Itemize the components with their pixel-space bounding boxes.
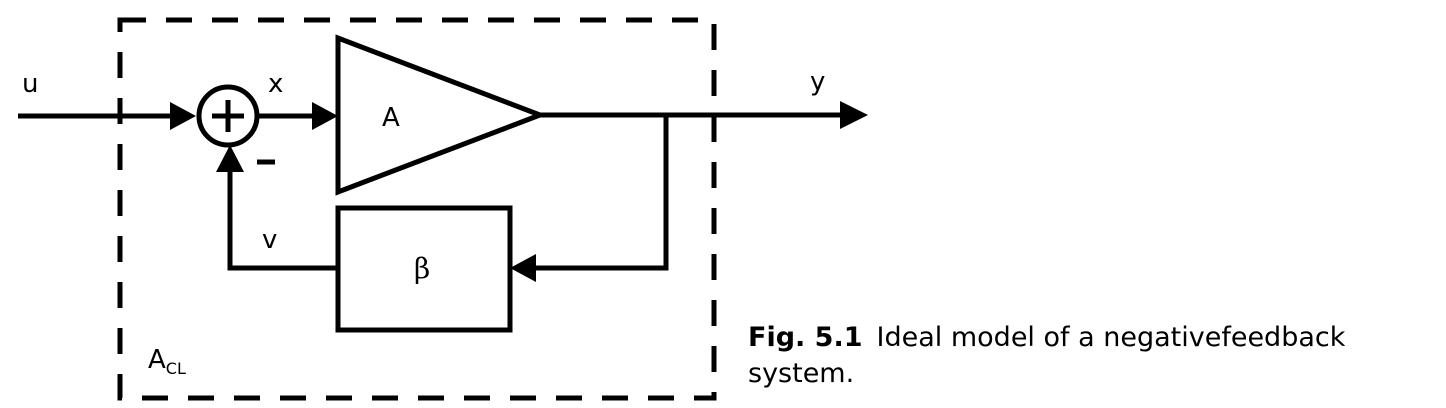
feedback-takeoff-line bbox=[530, 115, 669, 271]
amplifier-block bbox=[335, 34, 548, 196]
input-arrow bbox=[170, 102, 196, 130]
error-label-x: x bbox=[268, 69, 283, 99]
closed-loop-label-sub: CL bbox=[166, 359, 186, 378]
feedback-block-label: β bbox=[414, 252, 430, 285]
feedback-return-line bbox=[227, 168, 338, 271]
amplifier-label: A bbox=[382, 103, 400, 133]
feedback-return-arrow bbox=[216, 145, 244, 172]
closed-loop-boundary bbox=[117, 17, 717, 401]
figure-number: Fig. 5.1 bbox=[748, 322, 863, 353]
closed-loop-label-main: A bbox=[148, 345, 166, 375]
feedback-in-arrow bbox=[510, 254, 536, 282]
input-label-u: u bbox=[22, 69, 38, 99]
figure-caption-text: Ideal model of a negativefeedback system… bbox=[748, 322, 1346, 389]
error-arrow bbox=[312, 102, 338, 130]
output-label-y: y bbox=[810, 67, 825, 97]
closed-loop-label: ACL bbox=[148, 345, 186, 378]
output-arrow bbox=[840, 101, 868, 129]
feedback-label-v: v bbox=[262, 225, 277, 255]
